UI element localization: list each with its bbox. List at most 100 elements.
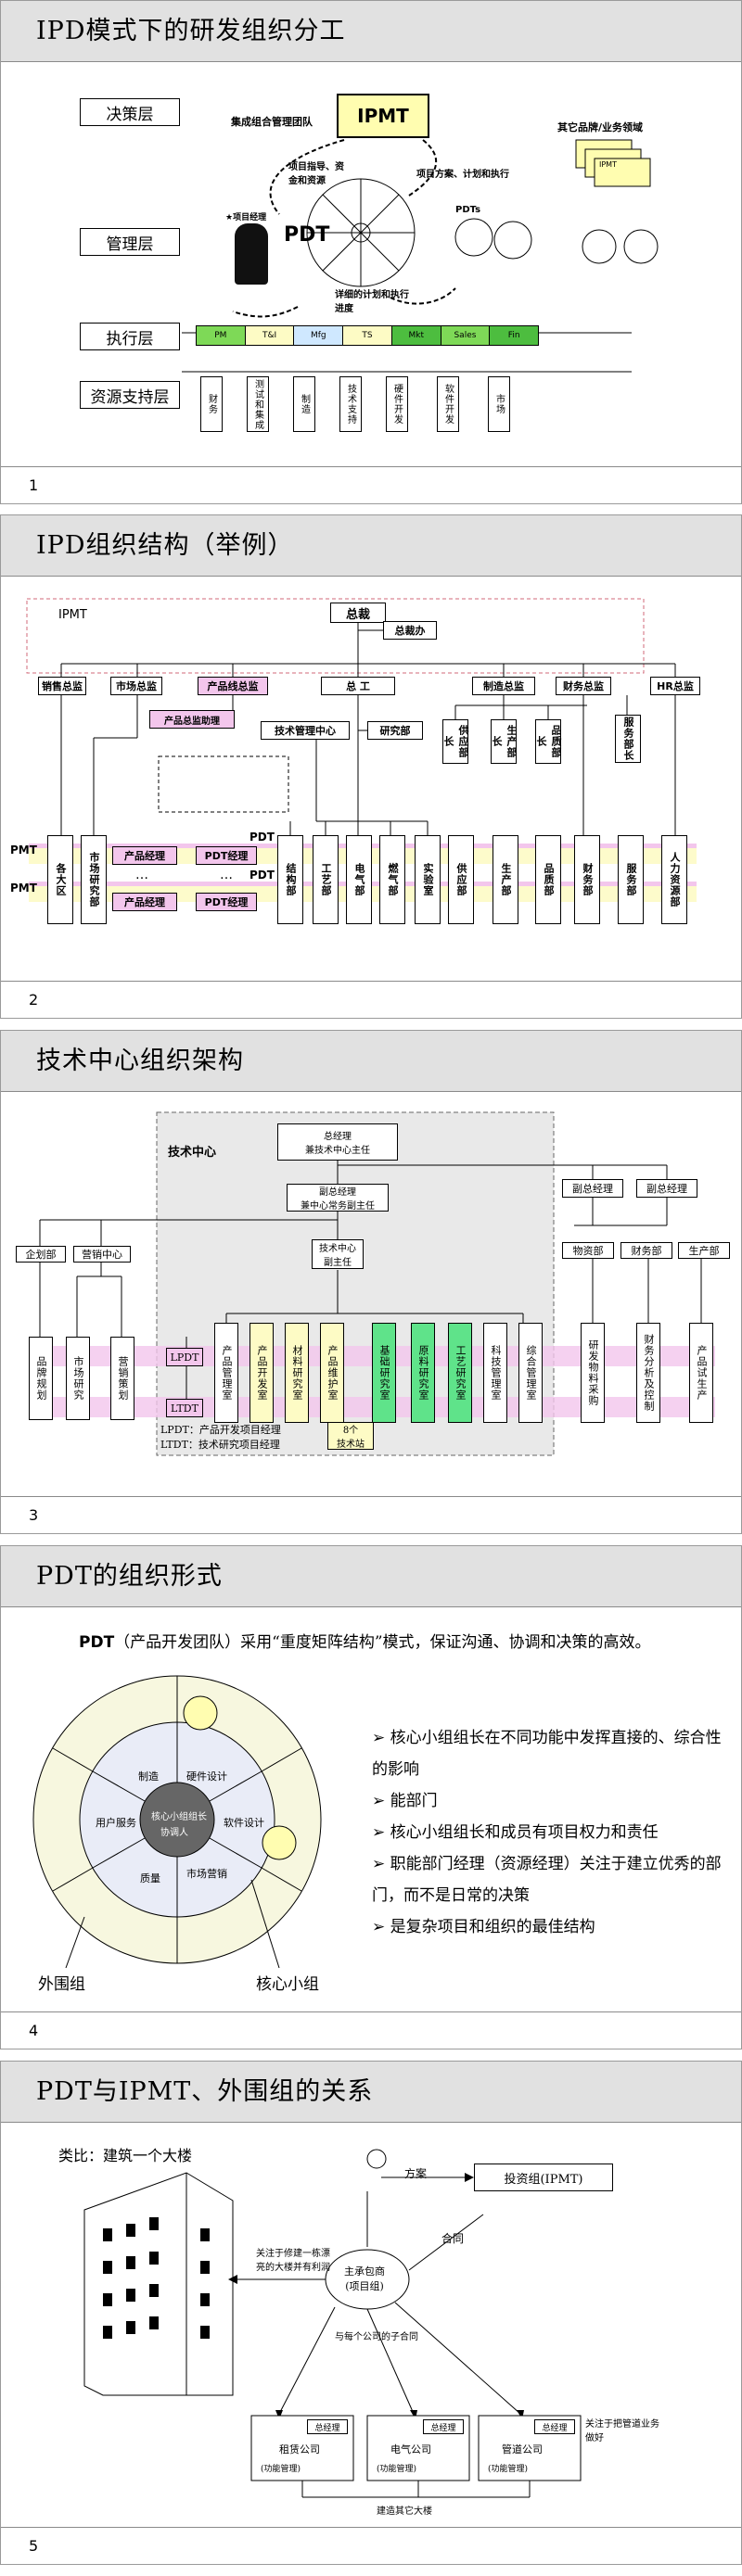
right-col-box: 研发物料采购 — [581, 1323, 605, 1423]
pdt-label-1: PDT — [249, 831, 275, 844]
product-manager-box: 产品经理 — [112, 893, 177, 911]
ipmt-team-label: 集成组合管理团队 — [231, 116, 313, 128]
right-col-box: 财务分析及控制 — [636, 1323, 660, 1423]
wheel-segment: 市场营销 — [186, 1868, 227, 1880]
deputy-gm-r2-box: 副总经理 — [636, 1179, 697, 1198]
lab-box: 工艺研究室 — [448, 1323, 472, 1423]
exec-cell: Mkt — [391, 326, 441, 345]
slide-title: PDT的组织形式 — [1, 1546, 741, 1607]
legend-ltdt: LTDT：技术研究项目经理 — [160, 1439, 280, 1451]
bullet-item: ➢ 核心小组组长在不同功能中发挥直接的、综合性的影响 — [372, 1729, 722, 1779]
slide-1: IPD模式下的研发组织分工 决策层 管理层 执行层 资源支持层 IPMT 集成组… — [0, 0, 742, 504]
ipmt-box: IPMT — [337, 94, 429, 138]
bullet-item: ➢ 职能部门经理（资源经理）关注于建立优秀的部门，而不是日常的决策 — [372, 1855, 722, 1905]
company-name: 电气公司 — [390, 2443, 431, 2455]
bullet-list: ➢ 核心小组组长在不同功能中发挥直接的、综合性的影响 ➢ 能部门 ➢ 核心小组组… — [372, 1722, 734, 1943]
intro-rest: （产品开发团队）采用“重度矩阵结构”模式，保证沟通、协调和决策的高效。 — [114, 1633, 651, 1652]
page-number: 4 — [1, 2011, 741, 2049]
slide-title: 技术中心组织架构 — [1, 1031, 741, 1092]
exec-cell: Sales — [441, 326, 491, 345]
core-group-label: 核心小组 — [256, 1975, 319, 1994]
right-col-box: 产品试生产 — [689, 1323, 713, 1423]
lab-box: 原料研究室 — [411, 1323, 435, 1423]
page-number: 5 — [1, 2527, 741, 2564]
gm-tag: 总经理 — [307, 2419, 348, 2434]
planning-box: 企划部 — [16, 1246, 66, 1263]
pdt-label-2: PDT — [249, 869, 275, 882]
page-number: 1 — [1, 466, 741, 503]
dept-column: 燃气部 — [379, 835, 405, 924]
dept-column: 实验室 — [415, 835, 441, 924]
lab-box: 基础研究室 — [372, 1323, 396, 1423]
dept-column: 各大区 — [47, 835, 73, 924]
mini-ipmt-label: IPMT — [599, 160, 617, 169]
page-number: 2 — [1, 981, 741, 1018]
product-director-box: 产品线总监 — [198, 677, 268, 695]
supply-head-box: 供应部长 — [442, 719, 469, 764]
manager-figure-icon — [235, 223, 268, 285]
deputy-gm-r1-box: 副总经理 — [562, 1179, 623, 1198]
brand-box: 品牌规划 — [29, 1337, 53, 1420]
pdt-label: PDT — [284, 223, 330, 247]
market-director-box: 市场总监 — [110, 677, 162, 695]
resource-cell: 技术支持 — [339, 376, 362, 432]
lab-box: 产品开发室 — [249, 1323, 274, 1423]
other-brands-label: 其它品牌/业务领域 — [557, 121, 644, 133]
wheel-segment: 制造 — [138, 1770, 159, 1783]
right-dept-box: 生产部 — [678, 1242, 730, 1259]
arrow-plan-label: 项目方案、计划和执行 — [416, 170, 509, 180]
wheel-center-label-2: 协调人 — [160, 1828, 188, 1838]
dept-column: 品质部 — [535, 835, 561, 924]
market-research-box: 市场研究 — [66, 1337, 90, 1420]
ipmt-label: IPMT — [58, 608, 87, 622]
dept-column: 财务部 — [574, 835, 600, 924]
wheel-segment: 软件设计 — [224, 1817, 264, 1829]
company-sub: (功能管理) — [488, 2465, 529, 2474]
slide-2: IPD组织结构（举例） — [0, 514, 742, 1019]
wheel-segment: 硬件设计 — [186, 1770, 227, 1783]
lab-box: 材料研究室 — [285, 1323, 309, 1423]
lab-box: 产品管理室 — [214, 1323, 238, 1423]
dept-column: 供应部 — [448, 835, 474, 924]
bullet-item: ➢ 核心小组组长和成员有项目权力和责任 — [372, 1823, 659, 1842]
quality-head-box: 品质部长 — [535, 719, 562, 764]
bullet-item: ➢ 是复杂项目和组织的最佳结构 — [372, 1918, 595, 1936]
stations-box: 8个 技术站 — [327, 1422, 374, 1450]
wheel-segment: 用户服务 — [96, 1817, 136, 1829]
exec-cell: Mfg — [294, 326, 344, 345]
gm-tag: 总经理 — [534, 2419, 575, 2434]
marketing-box: 营销中心 — [73, 1246, 131, 1263]
right-dept-box: 物资部 — [562, 1242, 614, 1259]
dept-column: 市场研究部 — [81, 835, 107, 924]
slide1-lines — [182, 139, 659, 373]
tech-center-label: 技术中心 — [168, 1146, 217, 1160]
layer-decision: 决策层 — [80, 98, 180, 126]
lab-box: 产品维护室 — [320, 1323, 344, 1423]
resource-cell: 财务 — [200, 376, 223, 432]
product-assistant-box: 产品总监助理 — [149, 710, 235, 729]
layer-resource: 资源支持层 — [80, 381, 180, 409]
pdt-manager-box: PDT经理 — [196, 846, 257, 865]
ceo-office-box: 总裁办 — [383, 621, 437, 640]
company-name: 租赁公司 — [279, 2443, 320, 2455]
slide-3: 技术中心组织架构 — [0, 1030, 742, 1534]
lpdt-box: LPDT — [166, 1348, 203, 1366]
dept-column: 电气部 — [346, 835, 372, 924]
slide-title: IPD模式下的研发组织分工 — [1, 1, 741, 62]
slide-4: PDT的组织形式 PDT（产品开发团队）采用“重度矩阵结构”模式，保证沟通、协调… — [0, 1545, 742, 2049]
gm-tag: 总经理 — [423, 2419, 464, 2434]
ellipsis: … — [220, 868, 233, 882]
project-manager-label: ★项目经理 — [225, 213, 267, 222]
hr-director-box: HR总监 — [650, 677, 700, 695]
slide-title: PDT与IPMT、外围组的关系 — [1, 2062, 741, 2123]
right-dept-box: 财务部 — [620, 1242, 672, 1259]
pdt-manager-box: PDT经理 — [196, 893, 257, 911]
lab-box: 综合管理室 — [518, 1323, 543, 1423]
arrow-detail-label: 详细的计划和执行进度 — [335, 290, 409, 314]
dept-column: 生产部 — [493, 835, 518, 924]
analogy-text: 类比：建筑一个大楼 — [58, 2147, 193, 2164]
exec-cell: PM — [197, 326, 246, 345]
dept-column: 工艺部 — [313, 835, 339, 924]
contractor-label: 主承包商 (项目组) — [344, 2265, 385, 2292]
subcontract-label: 与每个公司的子合同 — [335, 2332, 418, 2342]
